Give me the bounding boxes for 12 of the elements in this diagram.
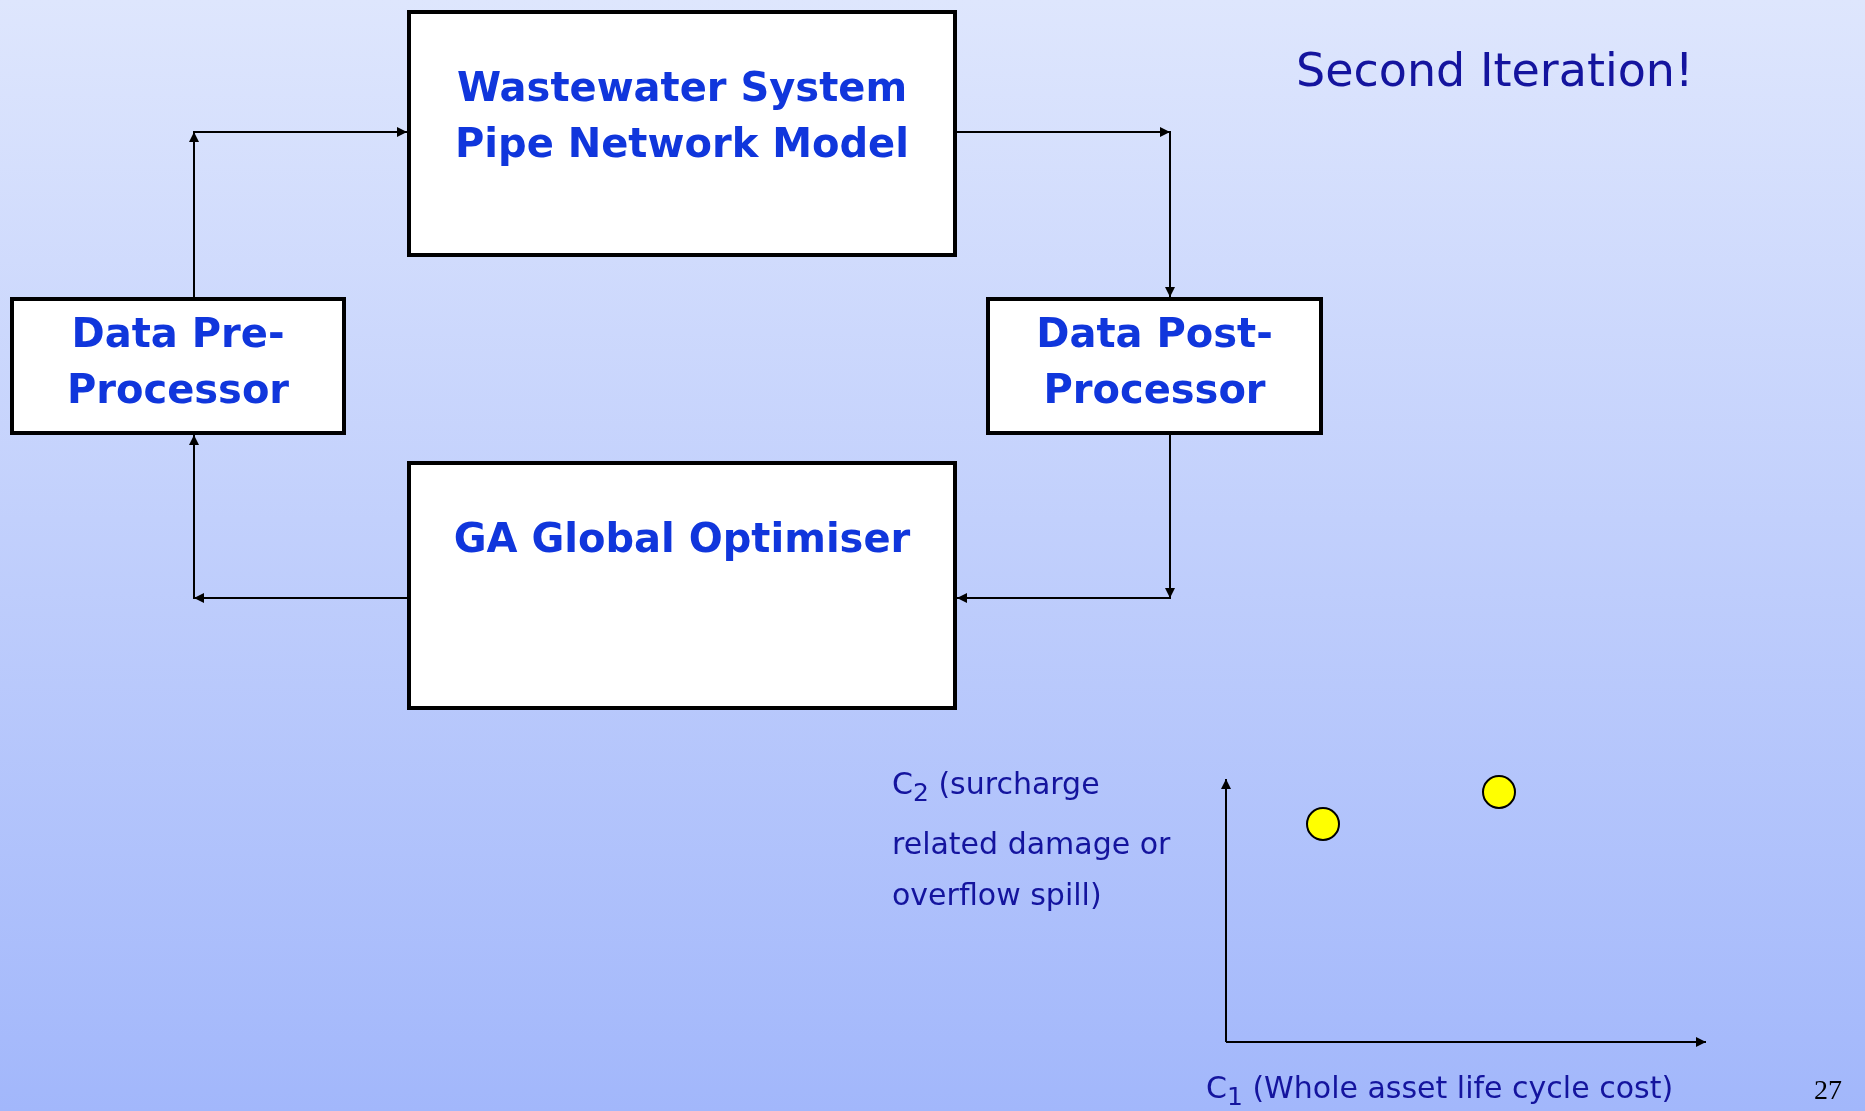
process-box: [10, 297, 346, 435]
axis-label: C$_{2}$ (surcharge related damage or overflow spill): [892, 765, 1172, 914]
axis-label: C$_{1}$ (Whole asset life cycle cost): [1206, 1069, 1674, 1111]
box-label: Data Pre-Processor: [65, 309, 291, 414]
box-label: GA Global Optimiser: [453, 514, 911, 563]
slide-title: Second Iteration!: [1296, 42, 1694, 99]
process-box: [407, 10, 957, 257]
process-box: [407, 461, 957, 710]
box-label: Wastewater System Pipe Network Model: [454, 63, 910, 168]
process-box: [986, 297, 1323, 435]
page-number: 27: [1814, 1073, 1842, 1107]
box-label: Data Post-Processor: [1035, 309, 1274, 414]
